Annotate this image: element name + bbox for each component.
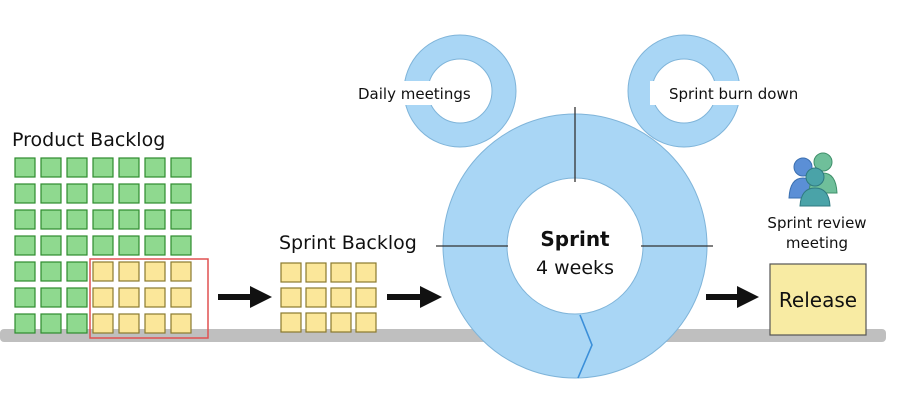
backlog-item: [14, 261, 36, 282]
selected-backlog-item: [118, 287, 140, 308]
selected-backlog-item: [170, 313, 192, 334]
backlog-item: [14, 157, 36, 178]
sprint-cycle: [436, 107, 713, 379]
arrow-to-sprint: [387, 286, 442, 308]
sprint-backlog-item: [330, 312, 352, 333]
sprint-backlog-label: Sprint Backlog: [279, 232, 417, 254]
backlog-item: [40, 287, 62, 308]
backlog-item: [40, 235, 62, 256]
release-label: Release: [779, 288, 857, 312]
backlog-item: [118, 183, 140, 204]
backlog-item: [144, 209, 166, 230]
selected-backlog-item: [118, 261, 140, 282]
sprint-backlog-item: [305, 262, 327, 283]
product-backlog-grid: [14, 157, 192, 334]
release-box: [769, 263, 867, 336]
selected-backlog-item: [92, 313, 114, 334]
sprint-backlog-item: [355, 287, 377, 308]
arrow-to-release: [706, 286, 759, 308]
backlog-item: [170, 209, 192, 230]
backlog-item: [40, 209, 62, 230]
backlog-item: [40, 313, 62, 334]
sprint-backlog-item: [280, 262, 302, 283]
sprint-duration: 4 weeks: [536, 257, 614, 279]
burn-down-label-bg: [650, 81, 812, 105]
selected-backlog-item: [144, 261, 166, 282]
sprint-backlog-item: [305, 287, 327, 308]
selected-backlog-item: [170, 287, 192, 308]
daily-meetings-label-bg: [354, 81, 478, 105]
sprint-backlog-item: [280, 287, 302, 308]
selected-backlog-item: [144, 287, 166, 308]
product-backlog-label: Product Backlog: [12, 129, 165, 151]
backlog-item: [14, 287, 36, 308]
sprint-backlog-item: [330, 287, 352, 308]
backlog-item: [92, 209, 114, 230]
backlog-item: [144, 157, 166, 178]
backlog-item: [66, 261, 88, 282]
backlog-item: [40, 157, 62, 178]
sprint-backlog-item: [330, 262, 352, 283]
backlog-item: [66, 235, 88, 256]
selected-backlog-item: [170, 261, 192, 282]
backlog-item: [14, 183, 36, 204]
backlog-item: [118, 235, 140, 256]
backlog-item: [170, 235, 192, 256]
backlog-item: [170, 157, 192, 178]
backlog-item: [144, 235, 166, 256]
backlog-item: [118, 157, 140, 178]
backlog-item: [92, 183, 114, 204]
sprint-backlog-item: [355, 312, 377, 333]
backlog-item: [40, 261, 62, 282]
backlog-item: [92, 235, 114, 256]
backlog-item: [92, 157, 114, 178]
backlog-item: [66, 183, 88, 204]
sprint-title: Sprint: [540, 227, 610, 251]
backlog-item: [14, 209, 36, 230]
backlog-item: [118, 209, 140, 230]
sprint-backlog-item: [280, 312, 302, 333]
backlog-item: [14, 235, 36, 256]
backlog-item: [14, 313, 36, 334]
backlog-item: [144, 183, 166, 204]
backlog-item: [66, 313, 88, 334]
backlog-item: [66, 287, 88, 308]
selected-backlog-item: [92, 287, 114, 308]
sprint-backlog-grid: [280, 262, 377, 333]
backlog-item: [170, 183, 192, 204]
backlog-item: [40, 183, 62, 204]
daily-meetings-label: Daily meetings: [358, 85, 471, 103]
sprint-backlog-item: [355, 262, 377, 283]
arrow-to-sprint-backlog: [218, 286, 272, 308]
selected-backlog-item: [118, 313, 140, 334]
sprint-review-label-line1: Sprint review: [767, 214, 866, 232]
backlog-item: [66, 209, 88, 230]
selected-backlog-item: [92, 261, 114, 282]
sprint-backlog-item: [305, 312, 327, 333]
sprint-review-label-line2: meeting: [786, 234, 848, 252]
selected-backlog-item: [144, 313, 166, 334]
product-backlog-selection: [89, 258, 209, 339]
backlog-item: [66, 157, 88, 178]
people-icon: [788, 152, 838, 207]
sprint-burn-down-label: Sprint burn down: [669, 85, 798, 103]
